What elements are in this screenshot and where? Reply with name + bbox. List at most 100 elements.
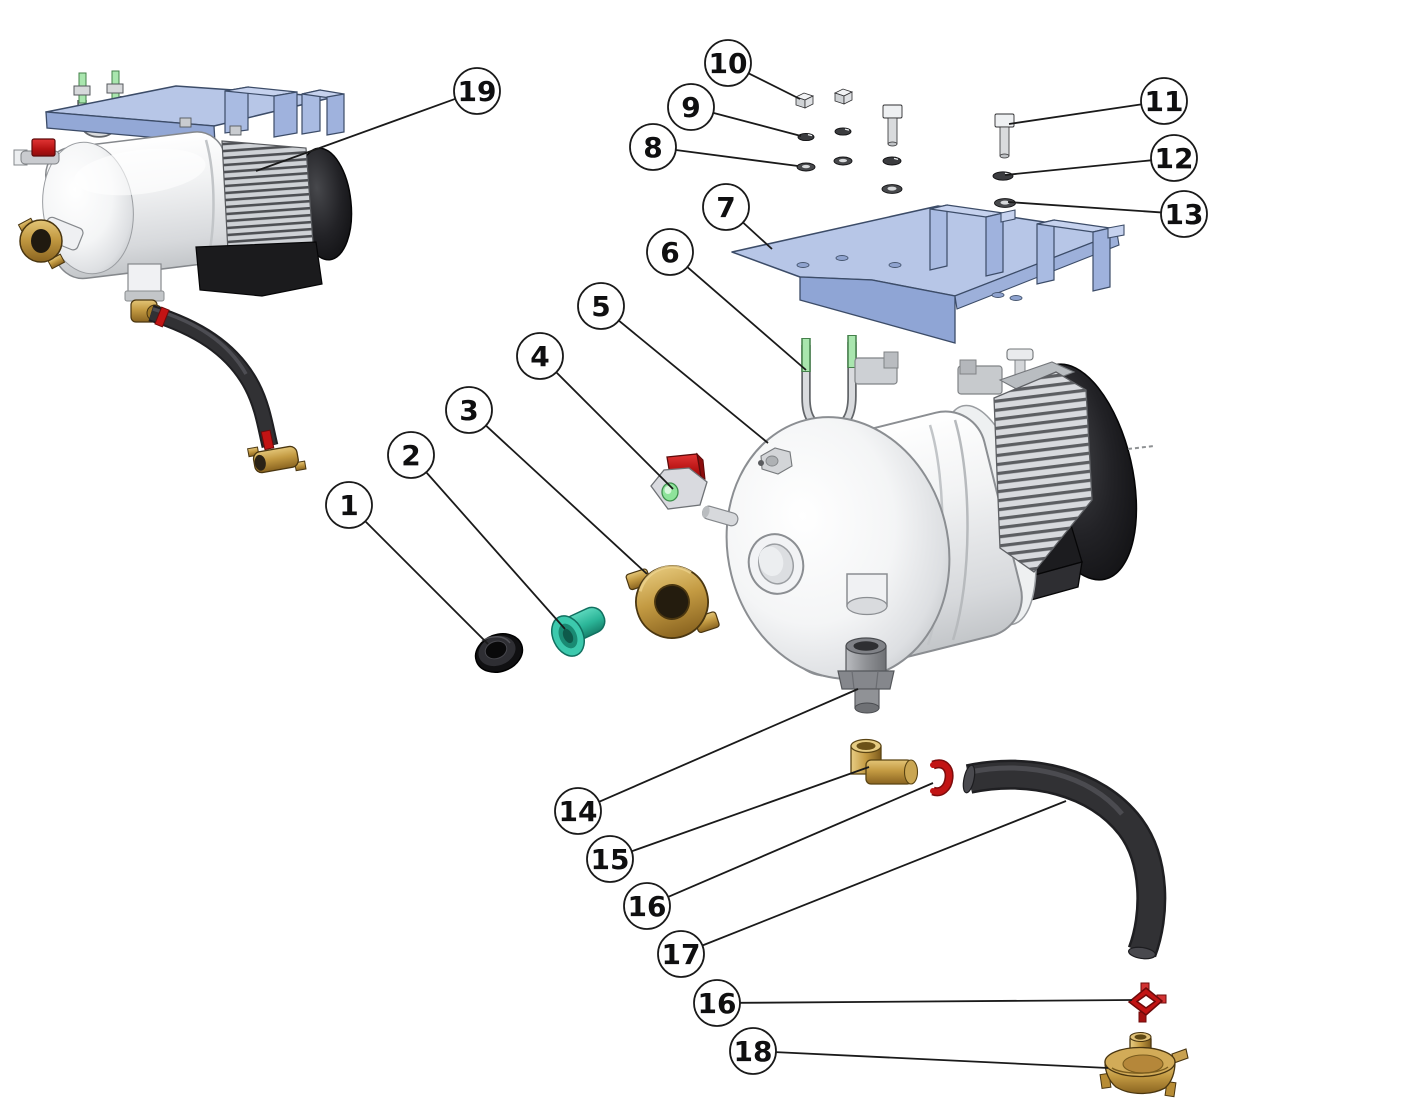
hose-clip xyxy=(930,759,954,797)
fastener-set xyxy=(794,88,1016,208)
callout-circle xyxy=(1140,77,1188,125)
callout-number: 9 xyxy=(681,91,700,124)
mounting-lug xyxy=(854,351,899,385)
pump-with-pressure-tank xyxy=(701,348,1155,680)
callout-4-vent-valve: 4 xyxy=(516,332,564,380)
flat-washer xyxy=(833,156,853,166)
callout-number: 18 xyxy=(734,1035,773,1068)
vent-valve xyxy=(650,452,708,510)
flanged-bushing xyxy=(551,606,606,657)
callout-circle xyxy=(629,123,677,171)
callout-number: 14 xyxy=(559,795,598,828)
nut-installed xyxy=(106,83,124,94)
motor-base xyxy=(195,241,323,297)
callout-8-flat-washer: 8 xyxy=(629,123,677,171)
callout-circle xyxy=(325,481,373,529)
leader-line-spring-washer xyxy=(1004,159,1152,176)
callout-3-claw-coupling: 3 xyxy=(445,386,493,434)
callout-circle xyxy=(445,386,493,434)
cap-bolt xyxy=(994,113,1015,159)
hose-band xyxy=(154,306,170,328)
callout-circle xyxy=(667,83,715,131)
callout-15-brass-elbow: 15 xyxy=(586,835,634,883)
hex-nut xyxy=(794,92,815,109)
spring-washer xyxy=(797,132,815,142)
callout-circle xyxy=(387,431,435,479)
leader-line-brass-elbow xyxy=(631,766,870,853)
adapter-fitting xyxy=(837,637,895,714)
assembled-pump-unit xyxy=(13,70,353,474)
bracket-hole xyxy=(796,262,810,268)
callout-number: 16 xyxy=(628,890,667,923)
u-bolt xyxy=(801,335,857,433)
callout-number: 7 xyxy=(716,191,735,224)
tank-ring xyxy=(951,419,969,641)
callout-5-pump-with-pressure-tank: 5 xyxy=(577,282,625,330)
valve-handle-installed xyxy=(31,138,56,157)
callout-number: 16 xyxy=(698,987,737,1020)
hose-end-coupling xyxy=(247,445,307,474)
flat-washer xyxy=(796,162,816,172)
claw-coupling xyxy=(625,565,720,639)
leader-line-mounting-bracket xyxy=(742,221,773,250)
callout-2-flanged-bushing: 2 xyxy=(387,431,435,479)
mounting-bracket xyxy=(731,204,1125,344)
bracket-plate xyxy=(731,205,1118,297)
leader-line-hose-clamp xyxy=(739,999,1133,1004)
foot-strainer xyxy=(1099,1031,1189,1098)
callout-number: 8 xyxy=(643,131,662,164)
vent-fitting xyxy=(758,447,793,475)
callout-18-foot-strainer: 18 xyxy=(729,1027,777,1075)
motor-fins xyxy=(993,371,1093,573)
front-port xyxy=(747,533,805,595)
leader-line-seal-ring xyxy=(364,520,489,645)
leader-line-hex-nut xyxy=(748,72,801,100)
callout-16-hose-clamp: 16 xyxy=(693,979,741,1027)
callout-number: 15 xyxy=(591,843,630,876)
callout-circle xyxy=(516,332,564,380)
brass-elbow xyxy=(850,738,919,785)
inlet-fittings-installed xyxy=(13,138,84,270)
bolt-head xyxy=(229,125,242,136)
spring-washer xyxy=(834,127,852,136)
callout-number: 1 xyxy=(339,489,358,522)
bottom-port xyxy=(846,573,888,616)
callout-circle xyxy=(657,930,705,978)
callout-number: 17 xyxy=(662,938,701,971)
hose-cut-end xyxy=(1128,946,1156,960)
callout-number: 10 xyxy=(709,47,748,80)
leader-line-foot-strainer xyxy=(775,1051,1109,1069)
leader-line-suction-hose xyxy=(702,800,1067,947)
adapter-hex xyxy=(837,670,895,690)
leader-line-spring-washer xyxy=(713,111,802,137)
callout-circle xyxy=(693,979,741,1027)
callout-circle xyxy=(1160,190,1208,238)
coupling-ring xyxy=(635,565,709,639)
callout-number: 2 xyxy=(401,439,420,472)
callout-circle xyxy=(577,282,625,330)
callout-1-seal-ring: 1 xyxy=(325,481,373,529)
bracket-hole xyxy=(991,292,1005,298)
callout-14-adapter-fitting: 14 xyxy=(554,787,602,835)
clamp-ring xyxy=(1127,987,1164,1016)
callout-6-u-bolt: 6 xyxy=(646,228,694,276)
hex-nut xyxy=(833,88,854,105)
callout-circle xyxy=(646,228,694,276)
leader-line-cap-bolt xyxy=(1008,103,1142,125)
callout-circle xyxy=(554,787,602,835)
mounting-lug xyxy=(957,359,1003,395)
spring-washer xyxy=(882,156,902,166)
callout-7-mounting-bracket: 7 xyxy=(702,183,750,231)
nut-installed xyxy=(73,85,91,96)
leader-line-flat-washer xyxy=(1007,201,1162,214)
callout-number: 4 xyxy=(530,340,549,373)
callout-number: 6 xyxy=(660,236,679,269)
callout-number: 5 xyxy=(591,290,610,323)
motor-fins xyxy=(221,140,314,253)
callout-17-suction-hose: 17 xyxy=(657,930,705,978)
callout-11-cap-bolt: 11 xyxy=(1140,77,1188,125)
cap-bolt xyxy=(882,104,903,147)
leader-line-hose-clip xyxy=(667,782,934,898)
